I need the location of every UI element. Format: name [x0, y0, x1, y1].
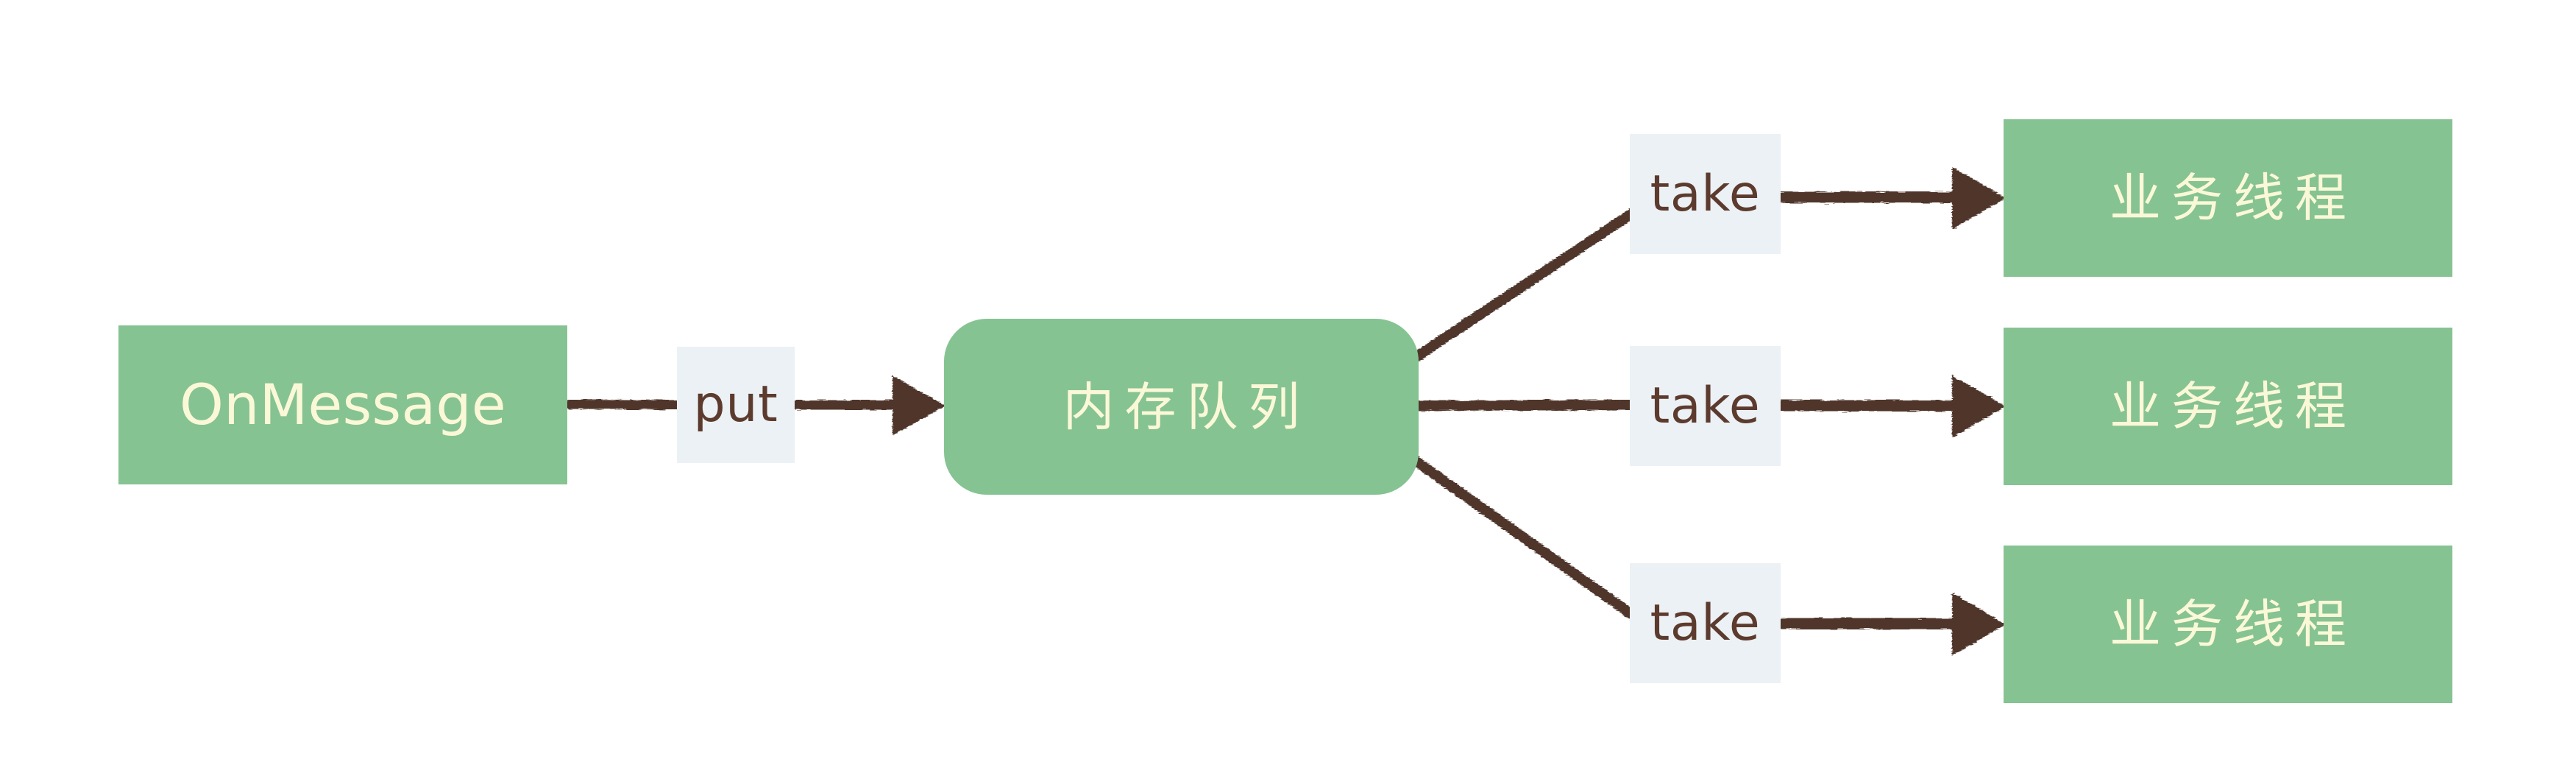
node-onmessage[interactable]: OnMessage: [118, 325, 567, 484]
edge-label-take-3-text: take: [1650, 593, 1761, 652]
edge-queue-to-take-3: [1405, 452, 1637, 620]
edge-onmessage-to-put: [565, 399, 684, 410]
node-worker-2-label: 业务线程: [2110, 376, 2357, 437]
node-worker-3[interactable]: 业务线程: [2004, 546, 2452, 703]
edge-label-put-text: put: [693, 375, 778, 434]
edge-label-take-2[interactable]: take: [1630, 346, 1781, 466]
edge-label-put[interactable]: put: [677, 347, 795, 463]
node-onmessage-label: OnMessage: [180, 372, 506, 437]
edge-take2-to-worker2: [1776, 375, 2006, 438]
edge-label-take-1[interactable]: take: [1630, 134, 1781, 254]
edge-label-take-1-text: take: [1650, 164, 1761, 223]
edge-queue-to-take-1: [1405, 208, 1637, 366]
node-worker-1[interactable]: 业务线程: [2004, 119, 2452, 277]
node-memory-queue-label: 内存队列: [1062, 376, 1310, 437]
node-worker-1-label: 业务线程: [2110, 168, 2357, 228]
edge-queue-to-take-2: [1409, 400, 1637, 411]
node-memory-queue[interactable]: 内存队列: [944, 319, 1419, 495]
edge-label-take-3[interactable]: take: [1630, 563, 1781, 683]
edge-label-take-2-text: take: [1650, 376, 1761, 435]
edge-take3-to-worker3: [1776, 593, 2006, 656]
edge-take1-to-worker1: [1776, 166, 2006, 230]
edge-put-to-queue: [790, 375, 946, 436]
node-worker-3-label: 业务线程: [2110, 594, 2357, 654]
node-worker-2[interactable]: 业务线程: [2004, 328, 2452, 485]
